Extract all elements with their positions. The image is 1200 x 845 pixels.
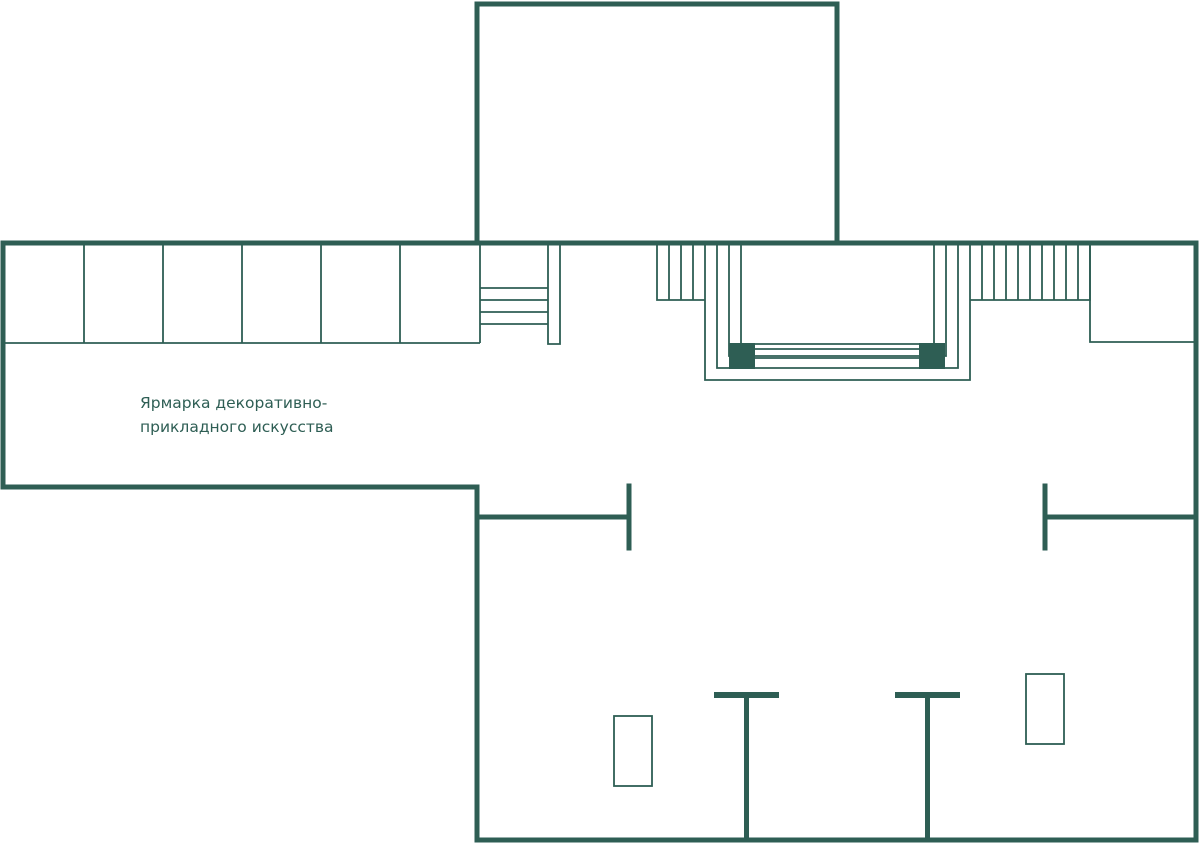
outer-wall: [0, 240, 1199, 843]
display-table: [1025, 673, 1065, 745]
fair-zone-label-line-1: Ярмарка декоративно-: [140, 394, 328, 412]
grand-staircase: [656, 243, 1091, 381]
display-stand: [895, 692, 960, 840]
display-stand: [714, 692, 779, 840]
stall-row: [3, 243, 481, 344]
pillar: [919, 343, 945, 369]
side-stair: [480, 243, 561, 345]
partition-walls: [474, 483, 1199, 551]
fair-zone-label: Ярмарка декоративно- прикладного искусст…: [140, 391, 400, 439]
upper-room-wall: [474, 1, 840, 246]
fair-zone-label-line-2: прикладного искусства: [140, 418, 334, 436]
corner-room: [1089, 243, 1196, 343]
display-table: [613, 715, 653, 787]
pillar: [729, 343, 755, 369]
